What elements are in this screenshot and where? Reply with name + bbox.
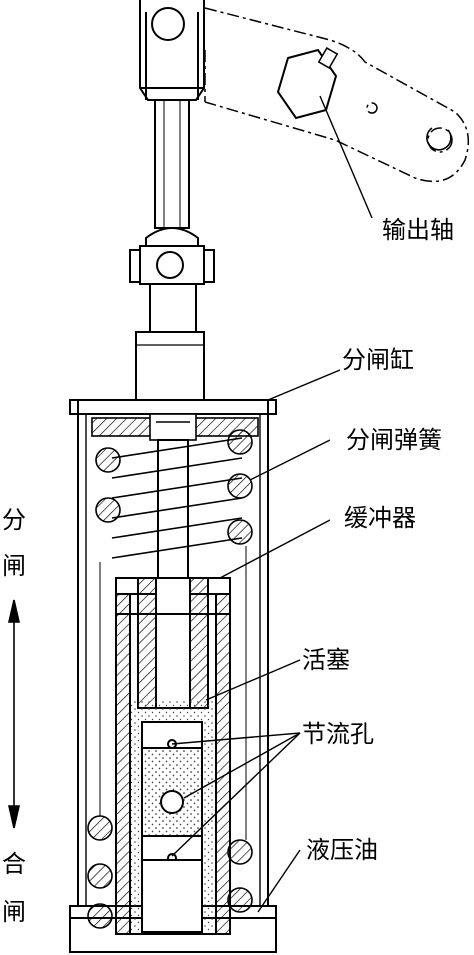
output-shaft-key	[317, 47, 339, 69]
label-output-shaft: 输出轴	[382, 216, 454, 244]
buffer-cylinder	[115, 577, 231, 935]
output-shaft-crank	[204, 7, 470, 183]
label-close-char1: 合	[2, 850, 26, 878]
upper-block	[135, 331, 205, 403]
label-open-char1: 分	[2, 506, 26, 534]
label-buffer: 缓冲器	[344, 504, 416, 532]
pin-hole	[426, 127, 452, 151]
label-opening-cylinder: 分闸缸	[342, 346, 414, 374]
lower-clevis	[129, 227, 215, 333]
connecting-rod	[154, 99, 190, 229]
label-hydraulic-oil: 液压油	[306, 836, 378, 864]
top-clevis	[139, 0, 205, 101]
leader-lines	[171, 95, 373, 913]
label-close-char2: 闸	[2, 898, 26, 926]
label-opening-spring: 分闸弹簧	[346, 426, 442, 454]
spring-top-plate	[91, 413, 259, 441]
label-open-char2: 闸	[2, 552, 26, 580]
label-throttle-hole: 节流孔	[302, 720, 374, 748]
piston	[141, 721, 203, 933]
label-piston: 活塞	[302, 646, 350, 674]
opening-spring	[87, 429, 253, 929]
direction-arrow	[7, 599, 21, 829]
